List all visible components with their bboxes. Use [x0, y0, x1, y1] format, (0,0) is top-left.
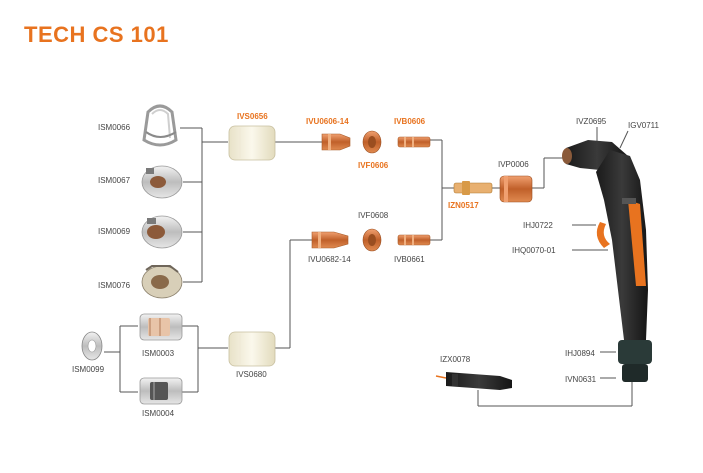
connector-lines	[104, 127, 633, 407]
part-ism0004[interactable]	[139, 377, 183, 405]
label-ihq0070-01: IHQ0070-01	[512, 246, 556, 255]
label-ism0004: ISM0004	[142, 409, 175, 418]
page-title: TECH CS 101	[24, 22, 169, 47]
label-izn0517: IZN0517	[448, 201, 479, 210]
label-ivn0631: IVN0631	[565, 375, 597, 384]
part-ivf0606[interactable]	[362, 130, 382, 154]
part-ivb0661[interactable]	[397, 234, 431, 246]
label-ivs0680: IVS0680	[236, 370, 267, 379]
part-izn0517[interactable]	[453, 181, 493, 195]
part-ivs0680[interactable]	[228, 331, 276, 367]
part-ism0003[interactable]	[139, 313, 183, 341]
part-ism0099[interactable]	[81, 331, 103, 361]
label-ivu0682-14: IVU0682-14	[308, 255, 351, 264]
part-ism0066[interactable]	[142, 104, 178, 147]
part-ism0069[interactable]	[141, 215, 183, 249]
label-ivb0661: IVB0661	[394, 255, 425, 264]
part-ism0067[interactable]	[141, 165, 183, 199]
part-ism0076[interactable]	[141, 265, 183, 299]
label-ism0099: ISM0099	[72, 365, 105, 374]
part-ivb0606[interactable]	[397, 136, 431, 148]
part-ivu0606-14[interactable]	[321, 133, 351, 151]
label-ivu0606-14: IVU0606-14	[306, 117, 349, 126]
part-ivp0006[interactable]	[499, 175, 533, 203]
torch-assembly[interactable]	[562, 140, 652, 382]
part-ivu0682-14[interactable]	[311, 231, 349, 249]
label-ihj0894: IHJ0894	[565, 349, 595, 358]
label-ism0003: ISM0003	[142, 349, 175, 358]
label-ivf0606: IVF0606	[358, 161, 389, 170]
label-izx0078: IZX0078	[440, 355, 471, 364]
label-ism0066: ISM0066	[98, 123, 131, 132]
label-ihj0722: IHJ0722	[523, 221, 553, 230]
label-ivb0606: IVB0606	[394, 117, 426, 126]
part-ivs0656[interactable]	[228, 125, 276, 161]
label-ivz0695: IVZ0695	[576, 117, 607, 126]
label-ivs0656: IVS0656	[237, 112, 268, 121]
part-izx0078[interactable]	[435, 372, 512, 390]
part-ivf0608[interactable]	[362, 228, 382, 252]
label-ivp0006: IVP0006	[498, 160, 529, 169]
label-igv0711: IGV0711	[628, 121, 660, 130]
label-ivf0608: IVF0608	[358, 211, 389, 220]
label-ism0067: ISM0067	[98, 176, 131, 185]
label-ism0076: ISM0076	[98, 281, 131, 290]
label-ism0069: ISM0069	[98, 227, 131, 236]
